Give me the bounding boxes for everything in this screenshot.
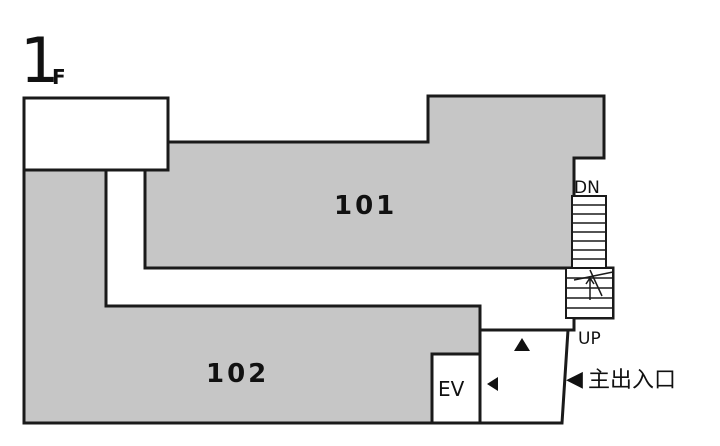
elevator-box <box>430 352 482 425</box>
stairs-down-label: DN <box>574 178 600 198</box>
floor-suffix: F <box>52 65 66 89</box>
floor-number: 1 <box>20 24 59 97</box>
room-102-label: 102 <box>206 359 269 389</box>
main-entrance-label: 主出入口 <box>588 368 676 393</box>
stairs-up-label: UP <box>578 329 601 349</box>
left-arrow-icon <box>487 377 498 391</box>
corridor <box>104 168 576 332</box>
elevator-label: EV <box>438 377 465 401</box>
entrance-arrow-icon: ◀ <box>566 367 583 392</box>
room-101-label: 101 <box>334 191 397 221</box>
staircase <box>565 195 614 319</box>
upper-left-block <box>22 96 170 172</box>
up-arrow-icon <box>514 338 530 351</box>
